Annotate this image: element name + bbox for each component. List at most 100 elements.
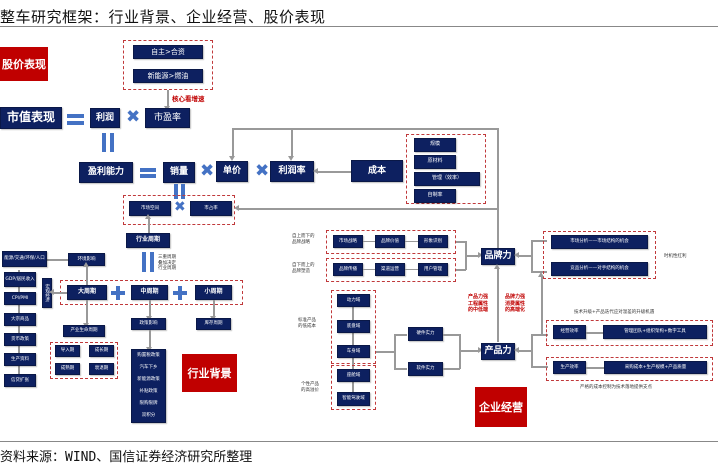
lifecycle-stage: 导入期 — [55, 345, 80, 357]
macro-items-connector — [18, 270, 20, 385]
box-software-capability: 软件实力 — [408, 362, 443, 376]
multiply-operator: ✖ — [255, 161, 270, 181]
brand-strategy-item: 形象识别 — [418, 235, 448, 248]
cost-control-note: 严格的成本控制为技术落地提供支点 — [580, 385, 652, 390]
policy-item: 双积分 — [141, 413, 156, 419]
arrow-long-to-environment — [83, 262, 89, 285]
policy-item: 汽车下乡 — [139, 365, 158, 371]
cost-factor-self-made-rate: 自制率 — [414, 189, 456, 203]
lifecycle-stage: 衰退期 — [89, 363, 114, 375]
box-inventory-cycle: 库存周期 — [196, 318, 231, 330]
equals-operator — [140, 168, 156, 178]
connector — [456, 241, 466, 243]
arrow-to-market-share — [234, 205, 498, 211]
macro-item: 信贷扩张 — [4, 374, 36, 387]
growth-drivers-group — [123, 40, 213, 90]
personalized-domains-group — [331, 365, 376, 410]
lifecycle-stage: 成长期 — [89, 345, 114, 357]
connector — [531, 334, 548, 336]
footer-divider — [0, 441, 718, 442]
arrow-product-to-brand — [494, 264, 500, 342]
section-stock-performance: 股价表现 — [0, 47, 48, 81]
operating-efficiency-group — [546, 320, 713, 346]
box-short-cycle: 小周期 — [195, 285, 232, 300]
core-growth-note: 核心看增速 — [172, 95, 205, 103]
box-profit: 利润 — [90, 108, 120, 128]
box-long-cycle: 大周期 — [67, 285, 107, 300]
box-cost: 成本 — [351, 160, 403, 182]
connector — [531, 240, 533, 272]
product-strong-note: 产品力强工程属性的中低端 — [468, 294, 489, 313]
connector — [363, 241, 375, 242]
policy-item: 补贴政策 — [139, 389, 158, 395]
connector — [405, 241, 418, 242]
policy-list: 购置税政策 汽车下乡 新能源政策 补贴政策 限购限牌 双积分 — [131, 349, 166, 423]
box-operating-efficiency: 经营效率 — [553, 325, 586, 339]
connector — [459, 334, 461, 369]
top-down-note: 自上而下的品牌战略 — [292, 234, 315, 245]
right-vertical-connector — [497, 128, 499, 253]
connector — [586, 367, 604, 369]
box-unit-price: 单价 — [216, 161, 248, 182]
connector — [394, 368, 407, 370]
standard-domains-group — [331, 290, 376, 364]
production-efficiency-group — [546, 357, 713, 381]
domain-cockpit: 座舱域 — [337, 369, 370, 382]
growth-arrow — [164, 90, 170, 111]
arrow-cycle-to-space — [145, 214, 151, 233]
standard-product-note: 标准产品的低成本 — [298, 318, 316, 329]
box-environment-factors: 能源/交通/环保/人口 — [2, 251, 47, 267]
arrow-short-to-inventory — [210, 300, 216, 321]
cost-factors-group — [406, 134, 486, 204]
brand-building-item: 品牌传播 — [333, 263, 363, 276]
box-market-analysis: 市场分析——市场结构的机会 — [551, 235, 648, 249]
macro-item: 生产资料 — [4, 353, 36, 366]
connector — [443, 368, 460, 370]
cost-factor-management: 管理（效率） — [414, 172, 480, 186]
connector — [531, 366, 548, 368]
arrow-long-to-lifecycle — [83, 300, 89, 328]
connector — [531, 334, 533, 367]
brand-strategy-item: 品牌价值 — [375, 235, 405, 248]
box-pe-ratio: 市盈率 — [145, 108, 190, 128]
arrow-to-brand — [465, 252, 483, 258]
arrow-policy-to-list — [146, 330, 152, 352]
brand-strong-note: 品牌力强消费属性的高端化 — [505, 294, 526, 313]
env-factors-connector — [46, 259, 68, 261]
equals-operator — [67, 114, 84, 125]
connector — [531, 240, 547, 242]
brand-strategy-item: 市场战略 — [333, 235, 363, 248]
brand-building-item: 渠道运营 — [375, 263, 405, 276]
arrow-long-to-macro — [49, 289, 67, 295]
box-domestic-over-jv: 自主>合资 — [133, 45, 203, 59]
timing-dividend-note: 时机性红利 — [664, 254, 687, 259]
cost-to-margin-arrow — [313, 168, 351, 174]
box-hardware-capability: 硬件实力 — [408, 327, 443, 341]
triple-cycle-note: 三重周期叠加决定行业周期 — [158, 255, 176, 272]
connector — [363, 269, 375, 270]
arrow-to-product — [459, 347, 483, 353]
multiply-operator: ✖ — [174, 199, 186, 215]
domain-powertrain: 动力域 — [337, 294, 370, 307]
domain-body: 车身域 — [337, 345, 370, 358]
box-medium-cycle: 中周期 — [131, 285, 168, 300]
macro-item: CPI/PMI — [4, 292, 36, 305]
connector — [443, 334, 460, 336]
policy-item: 购置税政策 — [137, 353, 160, 359]
connector — [531, 271, 547, 273]
box-policy-impact: 政策影响 — [131, 318, 166, 330]
connector — [394, 334, 407, 336]
connector — [394, 334, 396, 369]
box-production-efficiency: 生产效率 — [553, 361, 586, 374]
equals-operator-vertical — [174, 184, 185, 199]
plus-operator — [173, 286, 187, 300]
policy-item: 限购限牌 — [139, 401, 158, 407]
cost-factor-raw-material: 原材料 — [414, 155, 456, 169]
personalized-product-note: 个性产品的高溢价 — [301, 382, 319, 393]
opportunity-group — [543, 231, 656, 279]
brand-building-item: 用户管理 — [418, 263, 448, 276]
cost-feedback-line — [232, 128, 498, 130]
header-divider — [0, 26, 718, 27]
macro-item: 大宗商品 — [4, 313, 36, 326]
box-market-cap: 市值表现 — [0, 107, 62, 129]
